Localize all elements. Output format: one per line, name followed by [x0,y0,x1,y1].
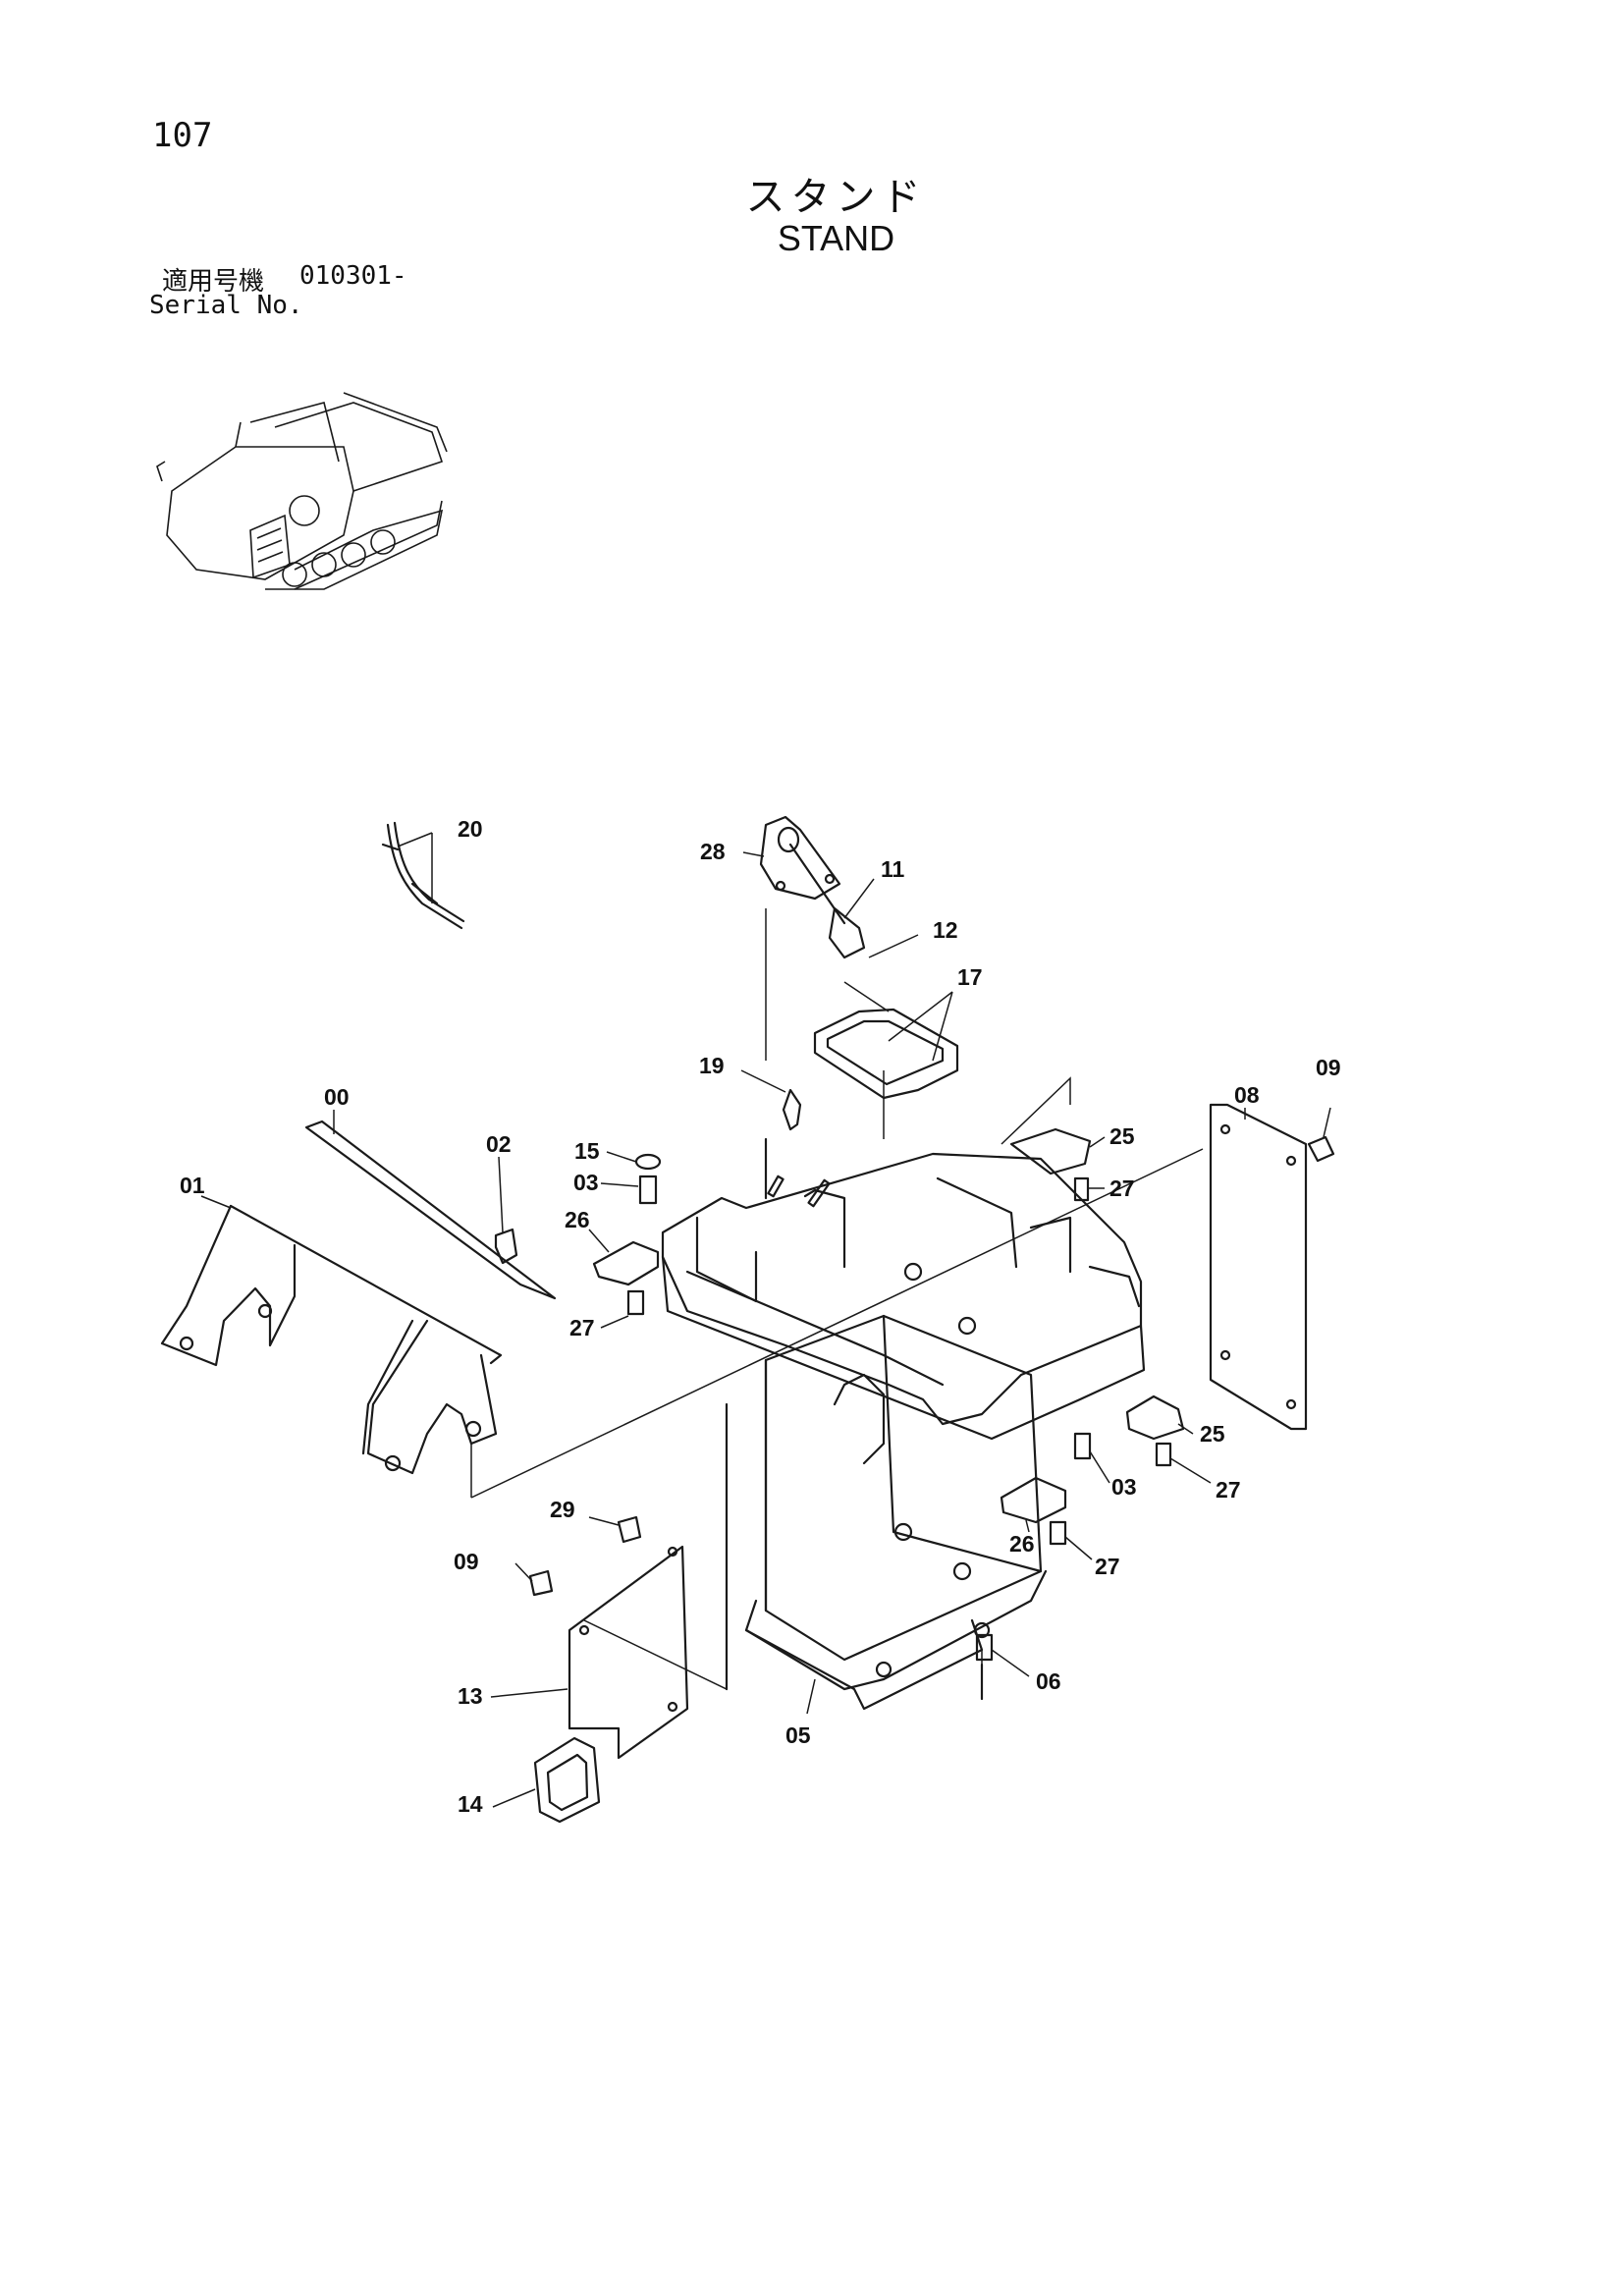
callout-25-lower: 25 [1200,1421,1225,1447]
callout-29: 29 [550,1497,575,1522]
part-stand-top-tray [661,1137,1146,1441]
part-27-bolt-upper [626,1289,645,1316]
callout-27-lower: 27 [1095,1554,1120,1579]
serial-number: 010301- [299,261,407,291]
callout-27-right-lower: 27 [1216,1477,1241,1503]
part-25-cover-lower [1125,1394,1185,1441]
part-14-grommet [533,1736,601,1824]
serial-label-en: Serial No. [149,291,303,320]
part-25-cover-upper [1009,1127,1092,1175]
part-28-bracket [759,815,841,901]
part-19-clip [782,1088,802,1131]
callout-labels: 20 28 11 12 17 19 00 02 15 03 26 27 25 2… [180,816,1341,1817]
part-27-bolt-lower [1049,1520,1067,1546]
part-03-bolt-lower [1073,1432,1092,1460]
page-title-en: STAND [777,218,895,258]
part-13-plate [568,1545,689,1760]
callout-28: 28 [700,839,726,864]
page-title-jp: スタンド [745,175,927,220]
callout-12: 12 [933,917,958,943]
part-06-bolt [975,1633,994,1662]
vehicle-thumbnail [156,392,448,590]
callout-25-upper: 25 [1109,1123,1135,1149]
part-26-plate-upper [592,1240,660,1286]
callout-15: 15 [574,1138,600,1164]
callout-09-right: 09 [1316,1055,1341,1080]
reference-lines [470,908,1204,1691]
part-20-harness [381,821,465,930]
callout-02: 02 [486,1131,512,1157]
part-17-handle [813,1008,959,1100]
part-03-bolt-upper [638,1175,658,1205]
serial-label-jp: 適用号機 [162,267,265,297]
part-09-bolt-right [1307,1135,1335,1163]
callout-00: 00 [324,1084,350,1110]
part-27-bolt-right-lower [1155,1442,1172,1467]
part-27-bolt-right-upper [1073,1176,1090,1202]
callout-03-upper: 03 [573,1170,599,1195]
part-11-switch [788,843,866,959]
callout-11: 11 [881,856,905,882]
callout-05: 05 [785,1722,811,1748]
part-29-bolt [617,1515,642,1544]
callout-27-right-upper: 27 [1109,1175,1135,1201]
part-08-panel [1209,1103,1308,1431]
callout-13: 13 [458,1683,483,1709]
callout-17: 17 [957,964,983,990]
callout-20: 20 [458,816,483,842]
callout-14: 14 [458,1791,483,1817]
page-number: 107 [152,116,213,155]
part-01-bracket [160,1204,503,1475]
part-02-bolt [494,1228,518,1265]
part-00-plate [304,1120,557,1300]
part-26-plate-lower [1000,1476,1067,1524]
callout-08: 08 [1234,1082,1260,1108]
callout-19: 19 [699,1053,725,1078]
callout-01: 01 [180,1173,205,1198]
part-09-bolt-left [528,1569,554,1597]
callout-09-left: 09 [454,1549,479,1574]
callout-06: 06 [1036,1668,1061,1694]
callout-26-lower: 26 [1009,1531,1035,1557]
part-05-stand-box [725,1262,1048,1711]
callout-leaders [200,832,1331,1808]
part-15-washer [634,1153,662,1171]
callout-03-lower: 03 [1111,1474,1137,1500]
callout-27-upper: 27 [569,1315,595,1340]
callout-26-upper: 26 [565,1207,590,1232]
